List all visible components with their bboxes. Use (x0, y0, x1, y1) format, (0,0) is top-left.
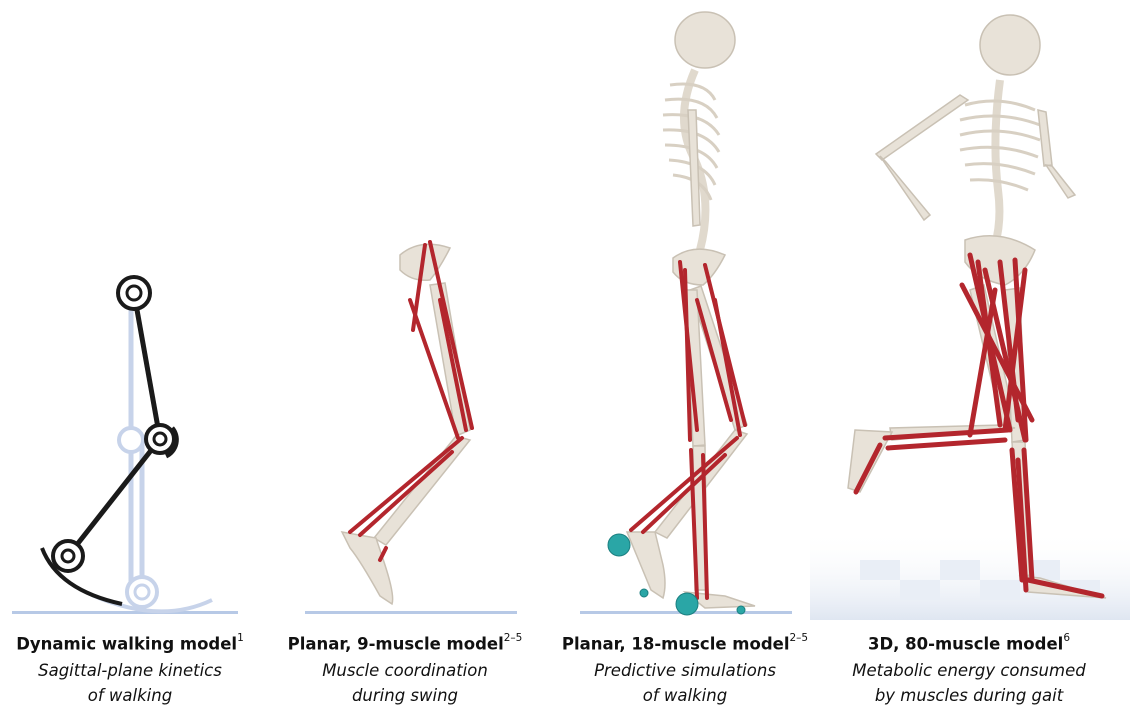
panel-subtitle: Muscle coordination during swing (280, 658, 530, 708)
panel-title: Planar, 18-muscle model2–5 (555, 628, 815, 657)
panel-title: Dynamic walking model1 (0, 628, 260, 657)
caption-planar-9: Planar, 9-muscle model2–5 Muscle coordin… (280, 628, 530, 708)
planar-9-muscle-leg-illustration (280, 0, 530, 625)
dynamic-walking-diagram (0, 0, 260, 625)
panel-subtitle: Sagittal-plane kinetics of walking (0, 658, 260, 708)
panel-planar-9-muscle: Planar, 9-muscle model2–5 Muscle coordin… (280, 0, 530, 711)
ground-line (12, 611, 238, 614)
planar-18-muscle-skeleton-illustration (555, 0, 815, 625)
panel-planar-18-muscle: Planar, 18-muscle model2–5 Predictive si… (555, 0, 815, 711)
leg-bones (342, 244, 470, 604)
ground-line (305, 611, 517, 614)
panel-dynamic-walking-model: Dynamic walking model1 Sagittal-plane ki… (0, 0, 260, 711)
panel-3d-80-muscle: 3D, 80-muscle model6 Metabolic energy co… (800, 0, 1138, 711)
caption-planar-18: Planar, 18-muscle model2–5 Predictive si… (555, 628, 815, 708)
swing-leg (42, 277, 176, 604)
panel-title: Planar, 9-muscle model2–5 (280, 628, 530, 657)
caption-3d-80: 3D, 80-muscle model6 Metabolic energy co… (800, 628, 1138, 708)
panel-subtitle: Metabolic energy consumed by muscles dur… (800, 658, 1138, 708)
3d-80-muscle-running-skeleton-illustration (800, 0, 1138, 625)
panel-subtitle: Predictive simulations of walking (555, 658, 815, 708)
caption-dynamic-walking: Dynamic walking model1 Sagittal-plane ki… (0, 628, 260, 708)
skeleton-bones (848, 15, 1106, 598)
panel-title: 3D, 80-muscle model6 (800, 628, 1138, 657)
